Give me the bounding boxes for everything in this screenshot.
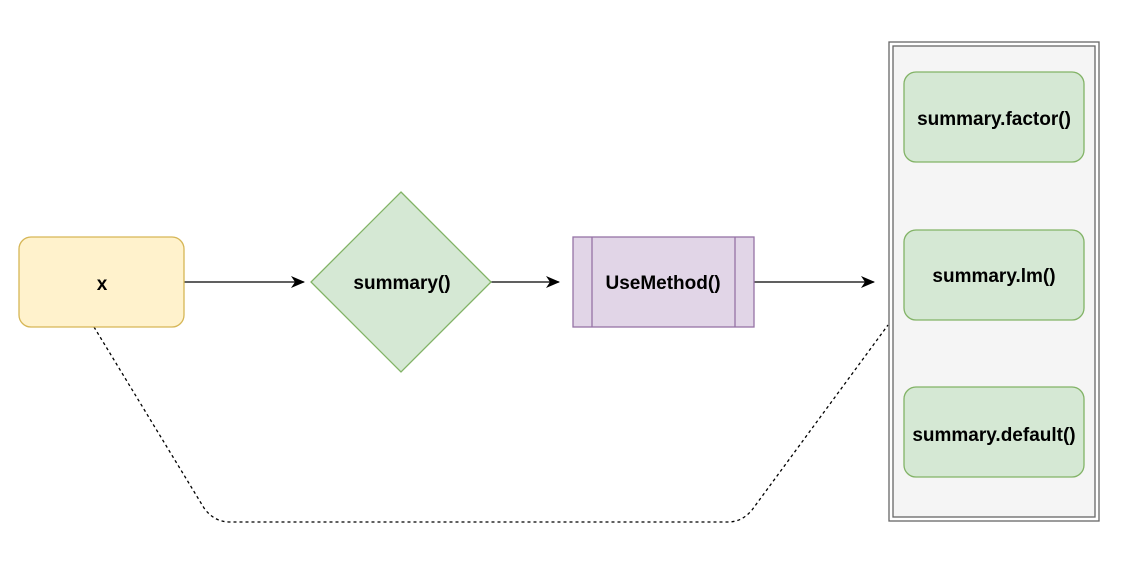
methods-container-outer [888,41,1100,522]
node-x-shape [18,236,185,328]
method-summary-lm-shape [903,229,1085,321]
method-summary-factor[interactable]: summary.factor() [903,71,1085,163]
edge-x-to-methods-dashed [93,324,889,523]
method-summary-lm[interactable]: summary.lm() [903,229,1085,321]
method-summary-factor-label: summary.factor() [917,109,1071,130]
method-summary-factor-shape [903,71,1085,163]
method-summary-default-label: summary.default() [912,425,1075,446]
node-summary-generic[interactable]: summary() [310,191,492,373]
node-summary-generic-label: summary() [353,273,450,294]
method-summary-default[interactable]: summary.default() [903,386,1085,478]
node-usemethod-shape [572,236,755,328]
node-usemethod-label: UseMethod() [605,273,720,294]
node-summary-generic-shape [310,191,492,373]
node-x-label: x [97,274,108,295]
method-summary-default-shape [903,386,1085,478]
node-usemethod[interactable]: UseMethod() [572,236,755,328]
method-summary-lm-label: summary.lm() [932,266,1055,287]
node-x[interactable]: x [18,236,185,328]
